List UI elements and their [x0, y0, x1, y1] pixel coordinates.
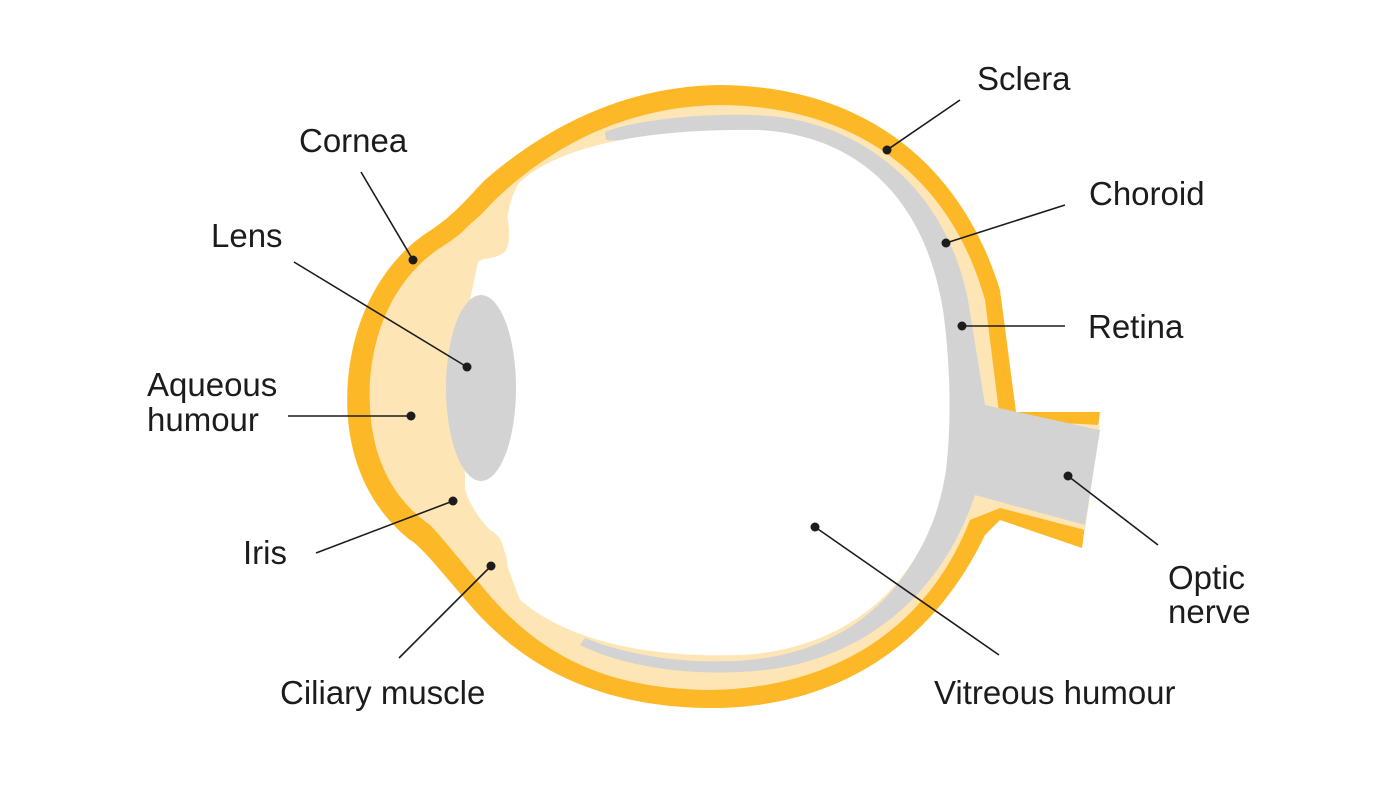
eye-structure: [347, 85, 1100, 709]
label-vitreous-humour: Vitreous humour: [934, 674, 1176, 711]
label-retina: Retina: [1088, 308, 1184, 345]
dot-optic: [1063, 471, 1073, 481]
dot-aqueous: [406, 411, 416, 421]
label-optic-line1: Optic: [1168, 559, 1245, 596]
label-choroid: Choroid: [1089, 175, 1205, 212]
dot-lens: [462, 362, 472, 372]
leader-iris: [315, 500, 454, 554]
dot-choroid: [941, 238, 951, 248]
dot-cornea: [408, 255, 418, 265]
lens-shape: [446, 295, 516, 481]
dot-iris: [448, 496, 458, 506]
dot-retina: [957, 321, 967, 331]
leader-lens: [293, 261, 468, 368]
leader-optic: [1067, 475, 1159, 546]
label-aqueous-line1: Aqueous: [147, 366, 277, 403]
label-lens: Lens: [211, 217, 283, 254]
dot-ciliary: [486, 561, 496, 571]
leader-choroid: [945, 204, 1066, 244]
leader-cornea: [360, 171, 414, 261]
label-iris: Iris: [243, 534, 287, 571]
dot-vitreous: [810, 522, 820, 532]
label-aqueous-line2: humour: [147, 401, 259, 438]
labels: Sclera Cornea Choroid Lens Retina Aqueou…: [147, 60, 1251, 711]
dot-sclera: [882, 145, 892, 155]
ciliary-upper: [449, 200, 510, 315]
label-cornea: Cornea: [299, 122, 408, 159]
leader-ciliary: [398, 565, 492, 659]
leader-vitreous: [814, 526, 1000, 656]
leader-lines: [288, 99, 1159, 659]
leader-sclera: [886, 99, 961, 151]
vitreous-chamber: [465, 129, 950, 656]
pointer-dots: [406, 145, 1073, 571]
label-optic-line2: nerve: [1168, 593, 1251, 630]
label-sclera: Sclera: [977, 60, 1071, 97]
label-ciliary-muscle: Ciliary muscle: [280, 674, 485, 711]
